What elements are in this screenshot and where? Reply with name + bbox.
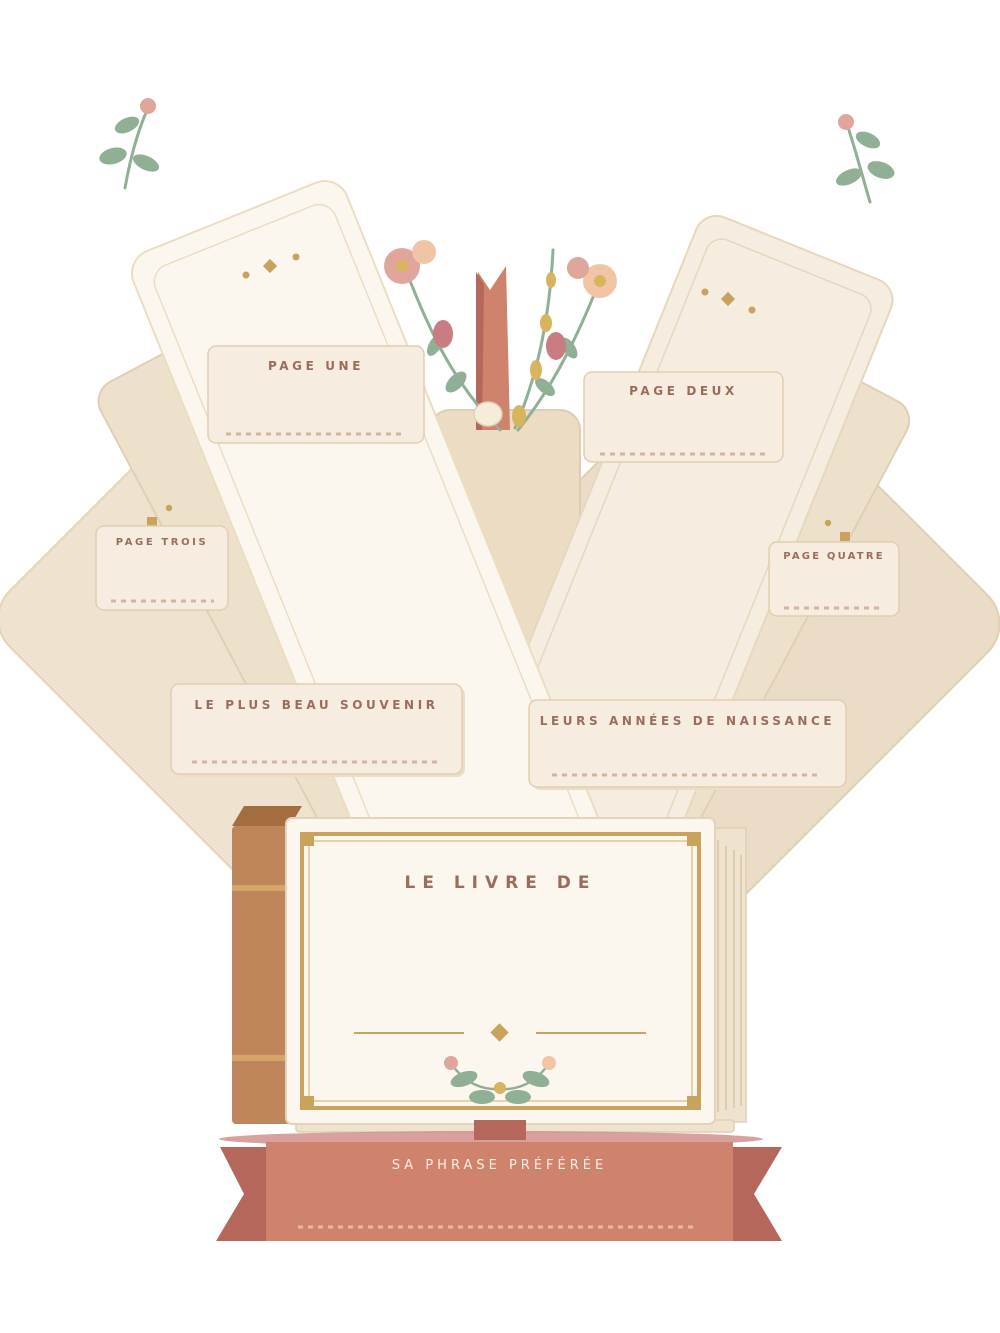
label-page-deux: PAGE DEUX [629, 384, 738, 398]
flower-garland-icon [444, 1056, 556, 1104]
label-box-best-memory [170, 683, 465, 777]
label-best-memory: LE PLUS BEAU SOUVENIR [194, 698, 439, 712]
banner-favorite-phrase [216, 1120, 782, 1241]
flower-sprig-icon [99, 98, 160, 190]
label-box-page-quatre [768, 541, 900, 617]
flower-bouquet-icon [384, 240, 617, 432]
label-box-page-deux [583, 371, 784, 463]
label-box-page-une [207, 345, 425, 444]
label-box-page-trois [95, 525, 229, 611]
label-favorite-phrase: SA PHRASE PRÉFÉRÉE [391, 1158, 608, 1173]
label-birth-years: LEURS ANNÉES DE NAISSANCE [539, 714, 836, 728]
label-page-une: PAGE UNE [268, 359, 364, 373]
label-box-birth-years [528, 699, 849, 790]
book-title: LE LIVRE DE [404, 873, 597, 893]
label-page-quatre: PAGE QUATRE [783, 551, 885, 562]
label-page-trois: PAGE TROIS [115, 537, 209, 548]
flower-sprig-icon [835, 114, 895, 204]
ribbon-bookmark-icon [476, 266, 510, 430]
diamond-ornament-icon [490, 1023, 509, 1042]
book-cover [232, 806, 747, 1133]
